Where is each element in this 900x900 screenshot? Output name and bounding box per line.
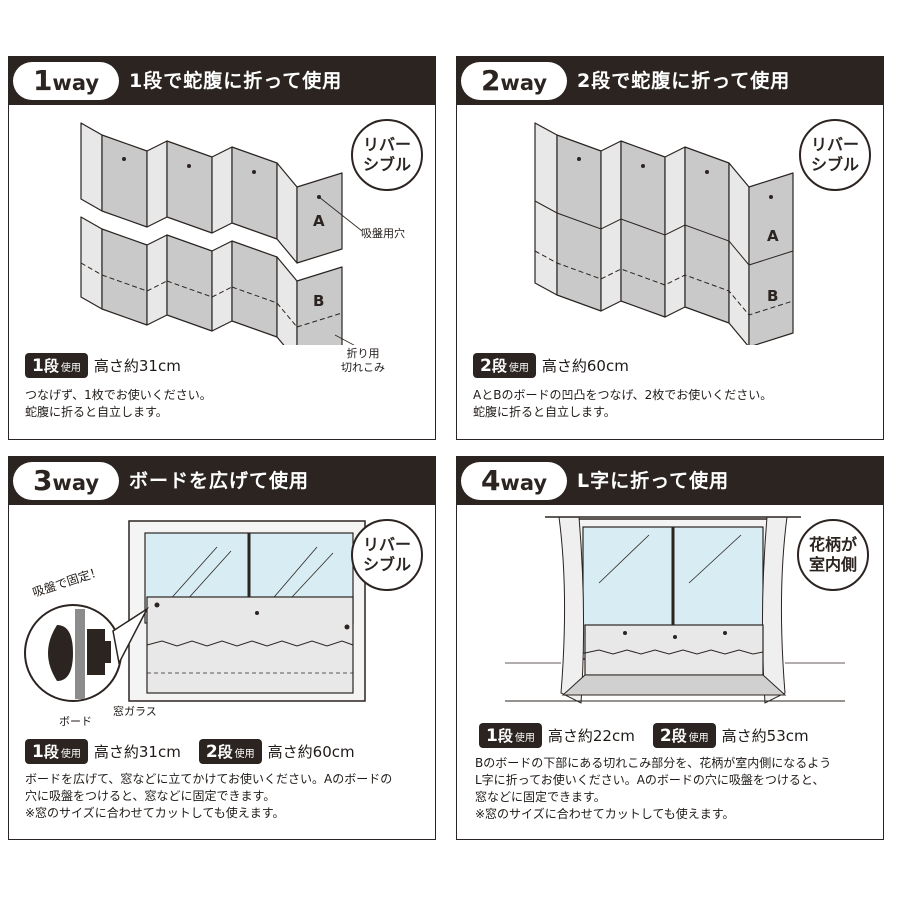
way-label: way — [500, 471, 548, 495]
panel-title: 1段で蛇腹に折って使用 — [129, 70, 343, 92]
way-number: 2 — [480, 64, 501, 97]
panel-header: 4 way L字に折って使用 — [457, 457, 883, 505]
panel-header: 1 way 1段で蛇腹に折って使用 — [9, 57, 435, 105]
zigzag-1tier-illustration: A B — [80, 122, 363, 345]
way-badge: 1 way — [13, 62, 119, 100]
board-b-label: B — [313, 292, 324, 310]
way-label: way — [52, 471, 100, 495]
description: Bのボードの下部にある切れこみ部分を、花柄が室内側になるよう L字に折ってお使い… — [475, 756, 832, 821]
height-value: 高さ約31cm — [93, 743, 181, 761]
height-value: 高さ約60cm — [541, 357, 629, 375]
reversible-badge: リバー シブル — [799, 119, 871, 191]
reversible-badge: リバー シブル — [351, 519, 423, 591]
panel-1way: 1 way 1段で蛇腹に折って使用 — [8, 56, 436, 440]
board-a-label: A — [313, 212, 325, 230]
height-value: 高さ約60cm — [267, 743, 355, 761]
window-board-illustration — [24, 520, 366, 702]
panel-title: ボードを広げて使用 — [129, 470, 310, 492]
panel-2way: 2 way 2段で蛇腹に折って使用 A B リバー シブル — [456, 56, 884, 440]
pattern-indoor-badge: 花柄が 室内側 — [797, 519, 869, 591]
reversible-badge: リバー シブル — [351, 119, 423, 191]
height-value: 高さ約22cm — [547, 727, 635, 745]
board-callout: ボード — [59, 715, 92, 728]
description: AとBのボードの凹凸をつなげ、2枚でお使いください。 蛇腹に折ると自立します。 — [473, 388, 773, 419]
l-shape-window-illustration — [505, 516, 845, 704]
way-number: 4 — [480, 464, 501, 497]
description: ボードを広げて、窓などに立てかけてお使いください。Aのボードの 穴に吸盤をつける… — [25, 772, 393, 820]
description: つなげず、1枚でお使いください。 蛇腹に折ると自立します。 — [25, 388, 212, 419]
way-label: way — [52, 71, 100, 95]
way-badge: 4 way — [461, 462, 567, 500]
way-badge: 3 way — [13, 462, 119, 500]
suction-hole-callout: 吸盤用穴 — [361, 227, 405, 240]
way-label: way — [500, 71, 548, 95]
way-badge: 2 way — [461, 62, 567, 100]
panel-header: 2 way 2段で蛇腹に折って使用 — [457, 57, 883, 105]
panel-3way: 3 way ボードを広げて使用 リバー シブル 吸盤で固定！ ボード 窓ガラス — [8, 456, 436, 840]
panel-header: 3 way ボードを広げて使用 — [9, 457, 435, 505]
window-glass-callout: 窓ガラス — [113, 705, 157, 718]
way-number: 1 — [32, 64, 53, 97]
height-value: 高さ約31cm — [93, 357, 181, 375]
board-a-label: A — [767, 227, 779, 245]
board-b-label: B — [767, 287, 778, 305]
zigzag-2tier-illustration: A B — [534, 122, 794, 345]
fold-cut-callout: 折り用 切れこみ — [341, 347, 385, 374]
height-value: 高さ約53cm — [721, 727, 809, 745]
way-number: 3 — [32, 464, 53, 497]
panel-title: 2段で蛇腹に折って使用 — [577, 70, 791, 92]
panel-title: L字に折って使用 — [577, 470, 730, 492]
